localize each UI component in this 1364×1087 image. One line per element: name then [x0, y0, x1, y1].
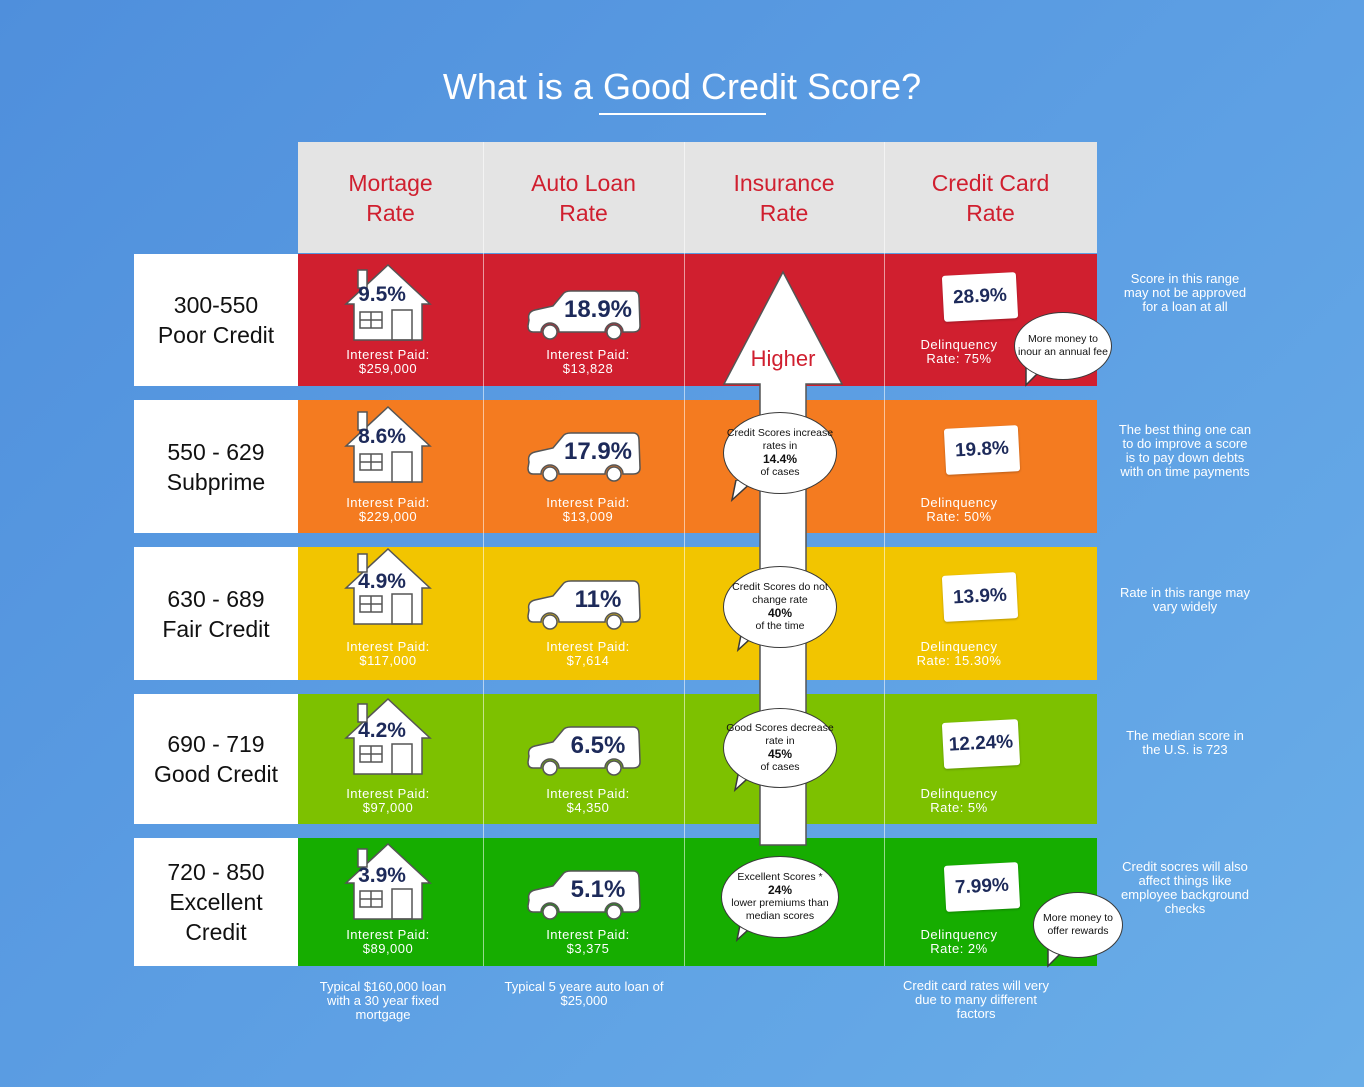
- grid-line: [483, 142, 484, 966]
- auto-interest-paid: Interest Paid:$13,828: [546, 347, 630, 376]
- car-icon: [527, 432, 641, 482]
- mortgage-interest-paid: Interest Paid:$259,000: [346, 347, 430, 376]
- table-header: [298, 142, 1097, 253]
- side-note-good: The median score in the U.S. is 723: [1126, 728, 1244, 757]
- row-label-fair: 630 - 689 Fair Credit: [134, 547, 298, 680]
- auto-interest-paid: Interest Paid:$3,375: [546, 927, 630, 956]
- credit-card-rate: 7.99%: [943, 862, 1021, 912]
- footnote-card: Credit card rates will very due to many …: [903, 978, 1049, 1021]
- car-icon: [527, 870, 641, 920]
- title-underline: [599, 113, 766, 115]
- header-credit-card-rate: Credit Card Rate: [931, 169, 1050, 226]
- credit-card-rate: 13.9%: [941, 572, 1019, 622]
- footnote-mortgage: Typical $160,000 loan with a 30 year fix…: [319, 979, 447, 1022]
- row-label-good: 690 - 719 Good Credit: [134, 694, 298, 824]
- header-mortgage-rate: Mortage Rate: [348, 169, 433, 226]
- house-icon: [344, 405, 432, 483]
- mortgage-rate-value: 3.9%: [358, 864, 406, 887]
- auto-rate-value: 11%: [574, 586, 622, 613]
- credit-card-rate: 28.9%: [941, 272, 1019, 322]
- auto-rate-value: 6.5%: [570, 732, 626, 759]
- card-fee-bubble: More money to inour an annual fee: [1014, 312, 1112, 380]
- house-icon: [344, 263, 432, 341]
- auto-interest-paid: Interest Paid:$7,614: [546, 639, 630, 668]
- car-icon: [527, 726, 641, 776]
- car-icon: [527, 580, 641, 630]
- higher-arrow-icon: [722, 270, 844, 846]
- side-note-subprime: The best thing one can to do improve a s…: [1118, 422, 1252, 479]
- house-icon: [344, 697, 432, 775]
- row-label-subprime: 550 - 629 Subprime: [134, 400, 298, 533]
- side-note-poor: Score in this range may not be approved …: [1123, 271, 1247, 314]
- higher-label: Higher: [750, 346, 816, 371]
- page-title: What is a Good Credit Score?: [442, 66, 922, 107]
- footnote-auto: Typical 5 yeare auto loan of $25,000: [504, 979, 664, 1008]
- auto-rate-value: 5.1%: [570, 876, 626, 903]
- mortgage-interest-paid: Interest Paid:$97,000: [346, 786, 430, 815]
- house-icon: [344, 842, 432, 920]
- mortgage-rate-value: 9.5%: [358, 283, 406, 306]
- auto-interest-paid: Interest Paid:$4,350: [546, 786, 630, 815]
- car-icon: [527, 290, 641, 340]
- mortgage-interest-paid: Interest Paid:$89,000: [346, 927, 430, 956]
- side-note-excellent: Credit socres will also affect things li…: [1121, 859, 1249, 916]
- side-note-fair: Rate in this range may vary widely: [1119, 585, 1251, 614]
- mortgage-rate-value: 4.2%: [358, 719, 406, 742]
- auto-rate-value: 17.9%: [563, 438, 633, 465]
- auto-rate-value: 18.9%: [563, 296, 633, 323]
- row-label-poor: 300-550 Poor Credit: [134, 254, 298, 386]
- grid-line: [884, 142, 885, 966]
- mortgage-rate-value: 8.6%: [358, 425, 406, 448]
- credit-card-rate: 19.8%: [943, 425, 1021, 475]
- mortgage-interest-paid: Interest Paid:$117,000: [346, 639, 430, 668]
- mortgage-interest-paid: Interest Paid:$229,000: [346, 495, 430, 524]
- house-icon: [344, 547, 432, 625]
- auto-interest-paid: Interest Paid:$13,009: [546, 495, 630, 524]
- mortgage-rate-value: 4.9%: [358, 570, 406, 593]
- grid-line: [684, 142, 685, 966]
- card-rewards-bubble: More money to offer rewards: [1033, 892, 1123, 958]
- header-auto-loan-rate: Auto Loan Rate: [531, 169, 636, 226]
- row-label-excellent: 720 - 850 Excellent Credit: [134, 838, 298, 966]
- header-insurance-rate: Insurance Rate: [733, 169, 835, 226]
- credit-card-rate: 12.24%: [941, 719, 1021, 769]
- insurance-bubble: Excellent Scores *24%lower premiums than…: [721, 856, 839, 938]
